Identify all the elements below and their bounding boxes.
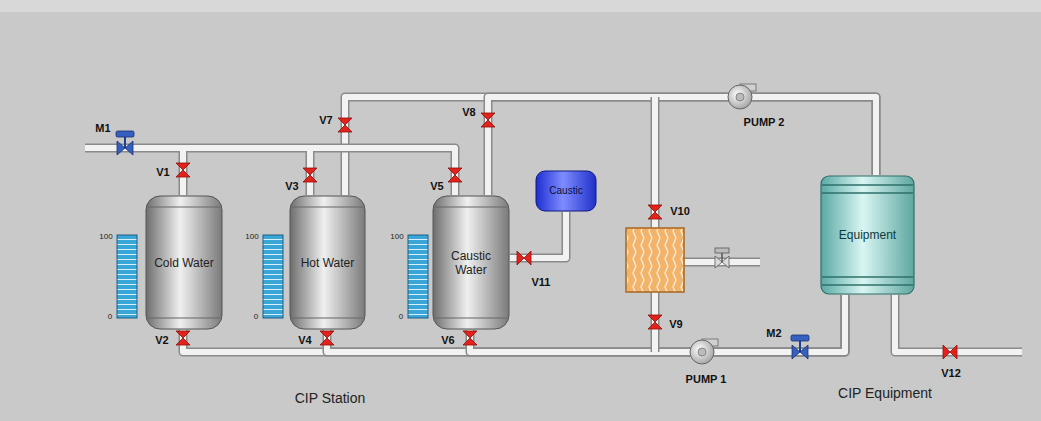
valve-tag: V5 [430, 180, 443, 193]
node-label: Hot Water [301, 256, 355, 270]
tank-vessel: Caustic Water [432, 195, 510, 330]
valve-symbol [463, 331, 477, 345]
section-title: CIP Equipment [838, 387, 932, 400]
exchanger-pipe [652, 97, 658, 352]
heat-exchanger [626, 228, 684, 292]
valve-symbol [481, 113, 495, 127]
node-label: Cold Water [154, 256, 214, 270]
drum-band [822, 276, 913, 278]
supply-pipe [85, 148, 455, 195]
motor-valve [116, 131, 134, 155]
motor-valve-tag: M2 [766, 327, 781, 340]
tank-seam [148, 317, 220, 318]
drum-band [822, 284, 913, 286]
tank-seam [292, 206, 363, 207]
node-label: Equipment [839, 228, 896, 242]
level-gauge [263, 235, 283, 318]
valve-tag: V4 [298, 334, 311, 347]
equipment-drum: Equipment [820, 175, 915, 295]
valve-symbol [338, 118, 352, 132]
gauge-scale: 100 [99, 232, 112, 241]
tank-vessel: Cold Water [145, 195, 223, 330]
steam-valve [715, 248, 729, 268]
pipe-core [327, 295, 845, 352]
top-band [0, 0, 1041, 12]
valve-tag: V10 [670, 205, 690, 218]
tank-vessel: Hot Water [289, 195, 366, 330]
drum-body [821, 176, 914, 294]
pipe-connector [510, 212, 566, 258]
pump-symbol [728, 84, 756, 109]
valve-tag: V7 [319, 114, 332, 127]
gauge-scale: 0 [108, 312, 112, 321]
tank-body [146, 196, 222, 329]
valve-symbol [517, 251, 531, 265]
pump-tag: PUMP 2 [744, 116, 785, 129]
valve-symbol [176, 163, 190, 177]
motor-valve-tag: M1 [95, 122, 110, 135]
valve-tag: V6 [441, 334, 454, 347]
supply-pipe [85, 148, 455, 195]
valve-tag: V3 [285, 180, 298, 193]
valve-symbol [303, 168, 317, 182]
pipe-outline [510, 212, 566, 258]
tank-seam [148, 206, 220, 207]
tank-body [536, 171, 596, 211]
valve-tag: V2 [155, 334, 168, 347]
tank-seam [292, 317, 363, 318]
motor-valve [791, 335, 809, 359]
valve-symbol [648, 205, 662, 219]
tank-body [433, 196, 509, 329]
node-label: Caustic [549, 184, 582, 198]
gauge-scale: 0 [399, 312, 403, 321]
valve-symbol [320, 331, 334, 345]
tank-body [290, 196, 365, 329]
pump-symbol [690, 339, 718, 364]
gauge-scale: 100 [390, 232, 403, 241]
pump-tag: PUMP 1 [686, 373, 727, 386]
valve-tag: V1 [156, 166, 169, 179]
node-label: Caustic Water [439, 249, 503, 277]
valve-tag: V9 [669, 318, 682, 331]
exchanger-pipe [651, 97, 660, 352]
valve-symbol [943, 345, 957, 359]
valve-tag: V12 [941, 367, 961, 380]
drum-band [822, 192, 913, 194]
valve-symbol [176, 331, 190, 345]
valve-tag: V11 [532, 276, 551, 289]
tank-seam [435, 317, 507, 318]
outlet-pipe [895, 295, 1022, 352]
level-gauge [117, 235, 137, 318]
pipe-core [510, 212, 566, 258]
drum-band [822, 184, 913, 186]
gauge-scale: 100 [245, 232, 258, 241]
pipe-outline [327, 295, 845, 352]
valve-tag: V8 [462, 106, 475, 119]
section-title: CIP Station [295, 392, 366, 405]
level-gauge [408, 235, 428, 318]
tank-seam [435, 206, 507, 207]
tank-vessel: Caustic [535, 170, 597, 212]
gauge-scale: 0 [254, 312, 258, 321]
outlet-pipe [895, 295, 1022, 352]
valve-symbol [648, 315, 662, 329]
valve-symbol [448, 168, 462, 182]
pipe-connector [327, 295, 845, 352]
